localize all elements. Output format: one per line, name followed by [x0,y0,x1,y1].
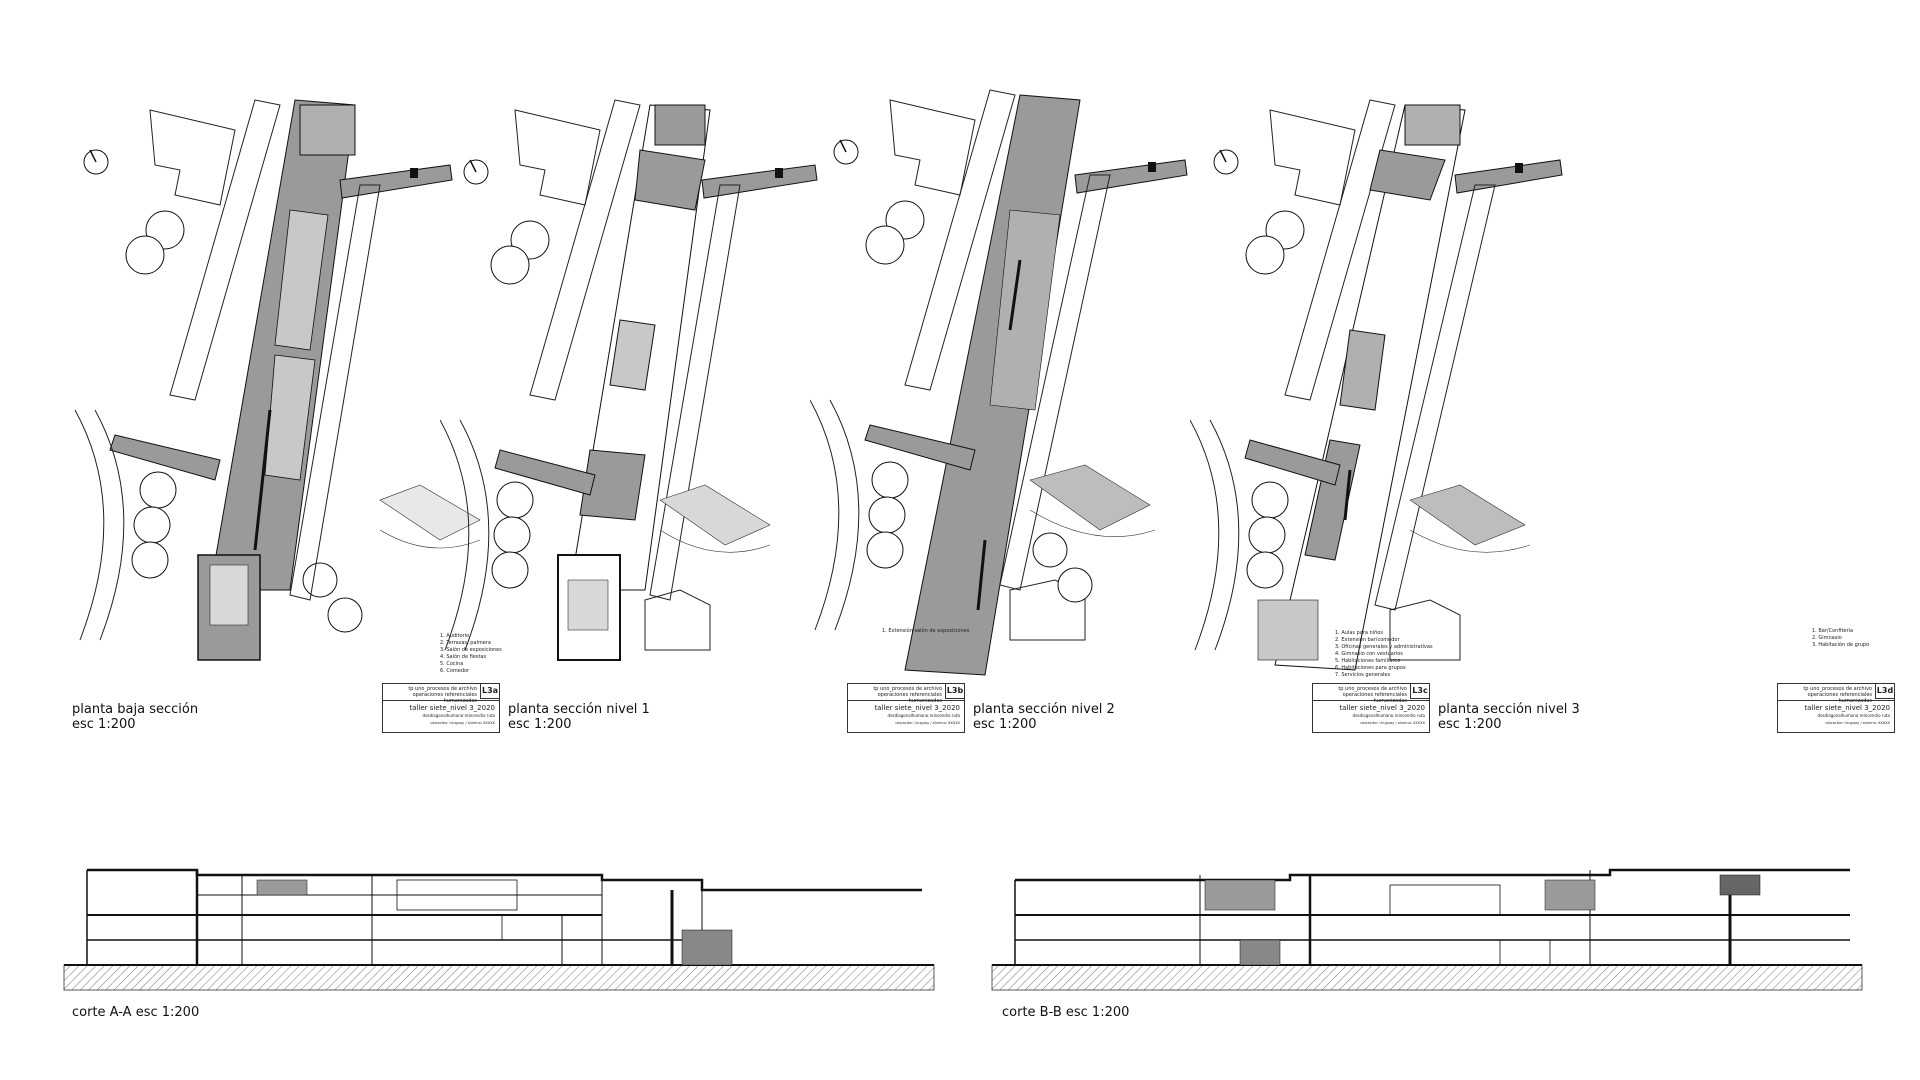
tb-project-sub: operaciones referenciales humanizadas [412,692,477,704]
legend-item: 2. Extensión bar/comedor [1335,637,1400,643]
legend-level-1: 1. Extensión salón de exposiciones [882,628,969,635]
tb-taller: taller siete_nivel 3_2020 [409,704,495,712]
legend-item: 6. Habitaciones para grupos [1335,665,1406,671]
legend-level-2: 1. Aulas para niños 2. Extensión bar/com… [1335,630,1433,679]
plan-caption: planta sección nivel 2 esc 1:200 [973,702,1115,732]
sheet-code: L3c [1410,684,1429,699]
tb-project: tp uno_procesos de archivo [408,686,477,692]
plan-caption: planta sección nivel 1 esc 1:200 [508,702,650,732]
legend-item: 5. Cocina [440,661,464,667]
plan-caption: planta baja sección esc 1:200 [72,702,198,732]
plan-scale: esc 1:200 [973,717,1037,732]
plan-title: planta sección nivel 3 [1438,702,1580,717]
legend-item: 4. Salón de fiestas [440,654,487,660]
sheet-code: L3d [1875,684,1894,699]
tb-project-sub: operaciones referenciales humanizadas [877,692,942,704]
plan-title: planta sección nivel 2 [973,702,1115,717]
section-caption-a-a: corte A-A esc 1:200 [72,1005,200,1020]
aerial-thumbnail [1409,484,1531,553]
plan-scale: esc 1:200 [72,717,136,732]
legend-item: 5. Habitaciones familiares [1335,658,1400,664]
legend-item: 1. Aulas para niños [1335,630,1383,636]
tb-authors: ubicación: Uruguay / alumno: XXXXX [430,721,495,725]
section-b-b [991,868,1863,991]
tb-taller-sub: desdiagonalhumano:reincendio ruta [1817,713,1890,718]
plan-scale: esc 1:200 [508,717,572,732]
legend-item: 1. Auditorio [440,633,470,639]
tb-project: tp uno_procesos de archivo [873,686,942,692]
north-arrow-icon [83,149,109,175]
legend-item: 3. Oficinas generales y administrativas [1335,644,1433,650]
legend-item: 2. Terrazas, palmera [440,640,491,646]
legend-item: 3. Salón de exposiciones [440,647,502,653]
tb-authors: ubicación: Uruguay / alumno: XXXXX [1360,721,1425,725]
tb-taller-sub: desdiagonalhumano:reincendio ruta [422,713,495,718]
legend-item: 1. Bar/Confitería [1812,628,1854,634]
tb-taller: taller siete_nivel 3_2020 [874,704,960,712]
aerial-thumbnail [1029,464,1156,537]
tb-taller-sub: desdiagonalhumano:reincendio ruta [887,713,960,718]
legend-item: 7. Servicios generales [1335,672,1391,678]
plan-title: planta baja sección [72,702,199,717]
plan-level-3 [1190,99,1563,671]
north-arrow-icon [833,139,859,165]
tb-authors: ubicación: Uruguay / alumno: XXXXX [1825,721,1890,725]
plan-scale: esc 1:200 [1438,717,1502,732]
tb-authors: ubicación: Uruguay / alumno: XXXXX [895,721,960,725]
tb-project-sub: operaciones referenciales humanizadas [1342,692,1407,704]
plan-title: planta sección nivel 1 [508,702,650,717]
tb-project: tp uno_procesos de archivo [1338,686,1407,692]
section-a-a [63,868,935,991]
legend-item: 6. Comedor [440,668,470,674]
legend-item: 4. Gimnasio con vestuarios [1335,651,1403,657]
tb-taller: taller siete_nivel 3_2020 [1339,704,1425,712]
legend-level-3: 1. Bar/Confitería 2. Gimnasio 3. Habitac… [1812,628,1869,649]
plan-level-2 [810,89,1188,676]
tb-taller: taller siete_nivel 3_2020 [1804,704,1890,712]
tb-project-sub: operaciones referenciales humanizadas [1807,692,1872,704]
plan-level-1 [440,99,818,661]
section-caption-b-b: corte B-B esc 1:200 [1002,1005,1130,1020]
north-arrow-icon [463,159,489,185]
tb-taller-sub: desdiagonalhumano:reincendio ruta [1352,713,1425,718]
legend-ground-floor: 1. Auditorio 2. Terrazas, palmera 3. Sal… [440,633,502,675]
north-arrow-icon [1213,149,1239,175]
aerial-thumbnail [379,484,481,549]
legend-item: 1. Extensión salón de exposiciones [882,628,970,634]
aerial-thumbnail [659,484,771,553]
plan-caption: planta sección nivel 3 esc 1:200 [1438,702,1580,732]
legend-item: 3. Habitación de grupo [1812,642,1870,648]
sheet-code: L3b [945,684,964,699]
tb-project: tp uno_procesos de archivo [1803,686,1872,692]
sheet-code: L3a [480,684,499,699]
legend-item: 2. Gimnasio [1812,635,1842,641]
plan-ground-floor [74,99,481,661]
